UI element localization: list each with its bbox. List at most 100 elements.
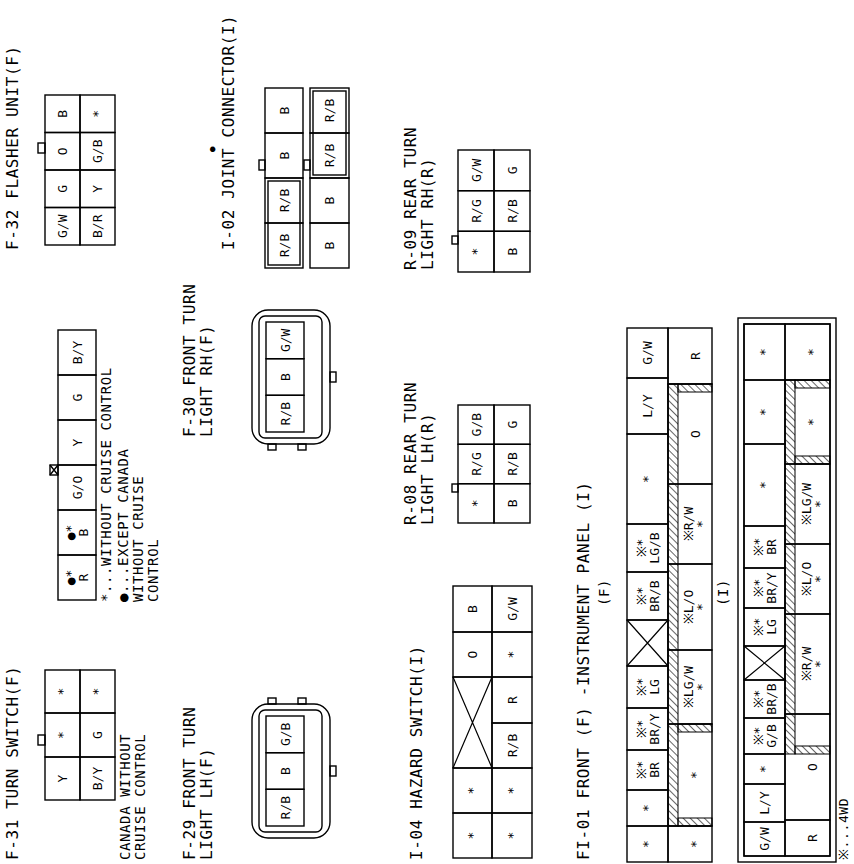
cavity-outline xyxy=(80,713,115,757)
cavity-outline xyxy=(494,484,530,523)
wire-color-code: G/W xyxy=(279,327,292,354)
wire-color-code: ※LG/W * xyxy=(682,664,708,710)
note-text: (I) xyxy=(715,546,731,606)
latch-tab xyxy=(268,444,276,450)
connector-cavity xyxy=(80,713,115,757)
cavity-outline xyxy=(80,170,115,208)
cavity-outline xyxy=(627,750,668,790)
latch-cross xyxy=(50,465,58,475)
wire-color-code: R/G xyxy=(470,451,483,478)
hatch-band xyxy=(795,746,830,754)
cavity-outline xyxy=(45,713,80,757)
hatch-band xyxy=(795,456,830,464)
cavity-outline xyxy=(744,526,785,568)
wire-color-code: * xyxy=(758,764,771,775)
connector-cavity xyxy=(45,208,80,246)
wire-color-code: * xyxy=(466,830,479,841)
wire-color-code: O xyxy=(466,649,479,660)
cavity-outline xyxy=(668,826,712,862)
cavity-outline xyxy=(80,208,115,246)
cavity-outline xyxy=(266,716,304,753)
connector-cavity xyxy=(492,723,532,768)
latch-tab xyxy=(330,372,336,382)
wire-color-code: * xyxy=(758,347,771,358)
connector-cavity xyxy=(744,444,785,526)
wire-color-code: G/W xyxy=(506,596,519,623)
cavity-outline xyxy=(627,826,668,862)
cavity-outline xyxy=(58,420,96,465)
connector-heading: F-29 FRONT TURN LIGHT LH(F) xyxy=(181,680,215,860)
wire-color-code: ※* BR/B xyxy=(635,579,661,614)
housing-outline xyxy=(252,310,330,444)
connector-heading: F-30 FRONT TURN LIGHT RH(F) xyxy=(181,257,215,437)
cavity-outline xyxy=(453,677,492,768)
connector-cavity xyxy=(668,724,712,826)
cavity-outline xyxy=(45,670,80,713)
wire-color-code: B xyxy=(506,246,519,257)
cavity-outline xyxy=(458,191,494,232)
wire-color-code: O xyxy=(689,429,702,440)
cavity-outline xyxy=(80,133,115,171)
wire-color-code: ※* LG/B xyxy=(635,531,661,566)
cavity-outline xyxy=(494,191,530,232)
connector-cavity xyxy=(668,484,712,564)
connector-name: F-32 FLASHER UNIT(F) xyxy=(4,10,21,250)
wire-color-code: G/B xyxy=(279,721,292,748)
connector-cavity xyxy=(744,784,785,822)
housing-outline xyxy=(252,704,330,838)
latch-tab xyxy=(38,735,45,745)
connector-cavity xyxy=(492,632,532,677)
connector-cavity xyxy=(458,444,494,483)
wire-color-code: * xyxy=(506,785,519,796)
cavity-outline xyxy=(627,790,668,826)
note-text: ●...EXCEPT CANADA WITHOUT CRUISE CONTROL xyxy=(116,437,161,602)
connector-cavity xyxy=(266,395,304,432)
cavity-outline xyxy=(45,757,80,800)
cavity-outline xyxy=(744,822,785,856)
wire-color-code: R/B xyxy=(323,142,336,169)
cavity-outline xyxy=(265,223,303,268)
cavity-outline xyxy=(45,208,80,246)
cavity-outline xyxy=(744,784,785,822)
connector-cavity xyxy=(45,670,80,713)
cavity-outline xyxy=(627,378,668,434)
cavity-outline xyxy=(453,768,492,813)
connector-cavity xyxy=(668,650,712,724)
connector-cavity xyxy=(453,632,492,677)
connector-cavity xyxy=(785,614,830,714)
wire-color-code: * xyxy=(506,830,519,841)
wire-color-code: * xyxy=(689,770,702,781)
connector-cavity xyxy=(492,768,532,813)
wire-color-code: R xyxy=(506,695,519,706)
note-text: ※...4WD xyxy=(837,740,851,860)
wire-color-code: * xyxy=(641,839,654,850)
latch-tab xyxy=(50,465,58,475)
connector-cavity xyxy=(627,750,668,790)
wire-color-code: R/B xyxy=(506,198,519,225)
cavity-outline xyxy=(744,608,785,646)
connector-cavity xyxy=(744,754,785,784)
wire-color-code: ※* BR xyxy=(635,759,661,781)
connector-cavity xyxy=(80,133,115,171)
cavity-outline xyxy=(785,614,830,714)
connector-heading: FI-01 FRONT (F) -INSTRUMENT PANEL (I) xyxy=(575,440,592,860)
cavity-outline xyxy=(458,150,494,191)
wire-color-code: G/W xyxy=(56,213,69,240)
cavity-outline xyxy=(80,670,115,713)
cavity-outline xyxy=(310,88,349,133)
cavity-outline xyxy=(494,444,530,483)
connector-cavity xyxy=(265,178,303,223)
connector-cavity xyxy=(265,223,303,268)
wire-color-code: R xyxy=(806,833,819,844)
connector-name: I-02 JOINT CONNECTOR(I) xyxy=(220,4,237,250)
cavity-outline xyxy=(266,753,304,790)
connector-cavity xyxy=(627,378,668,434)
connector-cavity xyxy=(310,88,349,133)
cavity-outline xyxy=(668,724,712,826)
hatch-band xyxy=(678,818,712,826)
latch-tab xyxy=(38,143,45,153)
wire-color-code: G xyxy=(56,183,69,194)
connector-name: I-04 HAZARD SWITCH(I) xyxy=(408,620,425,860)
wire-color-code: G/O xyxy=(71,474,84,501)
